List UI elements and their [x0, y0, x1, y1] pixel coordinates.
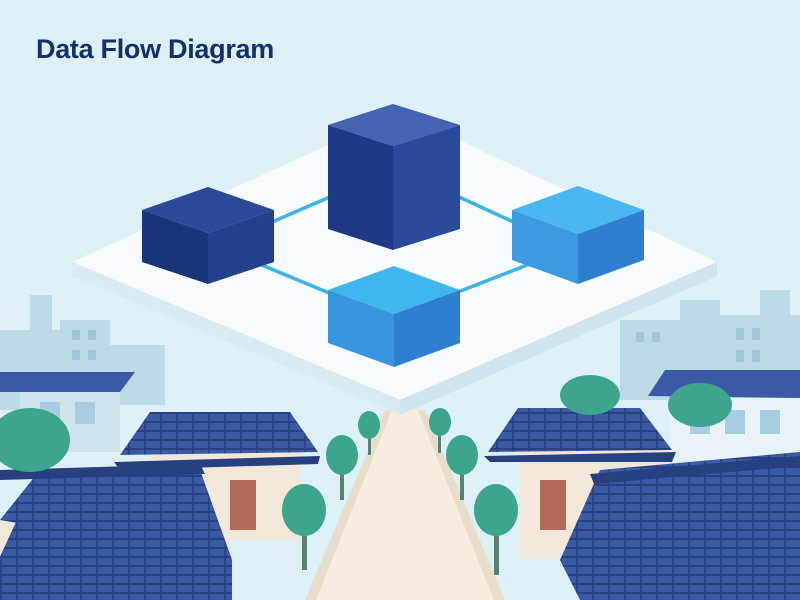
road-edge-left: [305, 410, 392, 600]
traditional-house-right-front: [560, 452, 800, 600]
road-edge-right: [418, 410, 505, 600]
road: [305, 410, 505, 600]
traditional-house-left-front: [0, 464, 232, 600]
trees: [0, 375, 732, 575]
node-left[interactable]: [142, 187, 274, 284]
node-bottom[interactable]: [328, 266, 460, 367]
node-right[interactable]: [512, 186, 644, 284]
page-title: Data Flow Diagram: [36, 34, 274, 64]
node-top[interactable]: [328, 104, 460, 250]
distant-windows: [72, 328, 760, 362]
